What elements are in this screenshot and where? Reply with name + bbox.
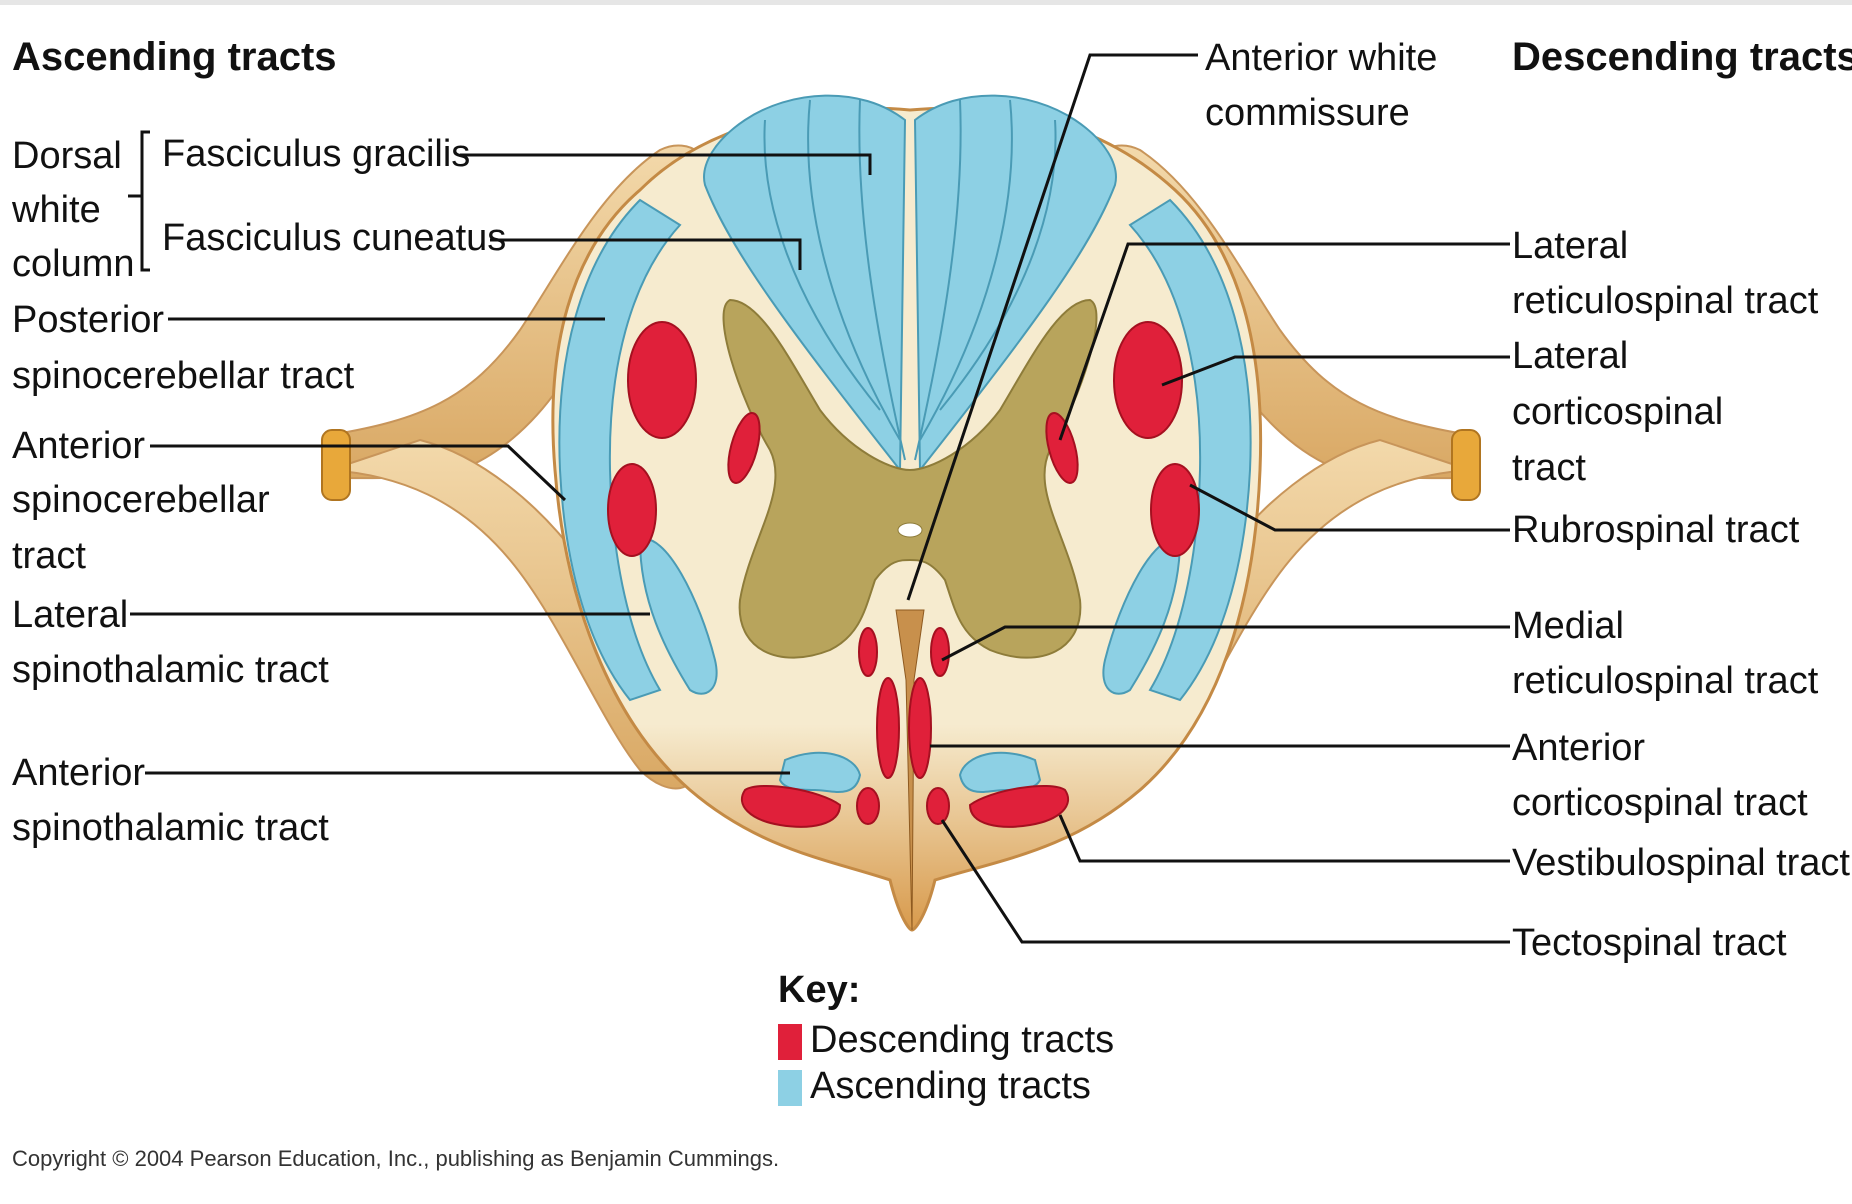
posterior-spinocerebellar-line-1: Posterior [12, 299, 164, 341]
anterior-spinothalamic-label: Anterior spinothalamic tract [12, 752, 329, 849]
lateral-corticospinal-line-3: tract [1512, 447, 1586, 489]
dorsal-white-column-line-2: white [11, 189, 101, 231]
anterior-corticospinal-label: Anterior corticospinal tract [1512, 727, 1808, 824]
lateral-reticulospinal-label: Lateral reticulospinal tract [1512, 225, 1819, 322]
anterior-spinothalamic-line-2: spinothalamic tract [12, 807, 329, 849]
descending-key-label: Descending tracts [810, 1019, 1114, 1061]
anterior-spinocerebellar-line-3: tract [12, 535, 86, 577]
lateral-corticospinal-label: Lateral corticospinal tract [1512, 335, 1723, 489]
ascending-key-label: Ascending tracts [810, 1065, 1091, 1107]
lateral-spinothalamic-label: Lateral spinothalamic tract [12, 594, 329, 691]
anterior-spinocerebellar-label: Anterior spinocerebellar tract [12, 425, 270, 577]
posterior-spinocerebellar-line-2: spinocerebellar tract [12, 355, 355, 397]
anterior-corticospinal-line-2: corticospinal tract [1512, 782, 1808, 824]
posterior-spinocerebellar-label: Posterior spinocerebellar tract [12, 299, 355, 397]
descending-tracts-heading: Descending tracts [1512, 35, 1852, 79]
dorsal-white-column-label: Dorsal white column [11, 135, 135, 285]
lateral-corticospinal-line-1: Lateral [1512, 335, 1628, 377]
anterior-spinocerebellar-line-2: spinocerebellar [12, 479, 270, 521]
medial-reticulospinal-line-1: Medial [1512, 605, 1624, 647]
key-title: Key: [778, 969, 860, 1011]
key-legend: Key: Descending tracts Ascending tracts [778, 969, 1114, 1107]
ascending-tracts-heading: Ascending tracts [12, 35, 337, 79]
lateral-reticulospinal-line-2: reticulospinal tract [1512, 280, 1819, 322]
lateral-corticospinal-line-2: corticospinal [1512, 391, 1723, 433]
medial-reticulospinal-line-2: reticulospinal tract [1512, 660, 1819, 702]
tectospinal-label: Tectospinal tract [1512, 922, 1787, 964]
vestibulospinal-label: Vestibulospinal tract [1512, 842, 1850, 884]
lateral-spinothalamic-line-1: Lateral [12, 594, 128, 636]
central-canal [898, 523, 922, 537]
lateral-spinothalamic-line-2: spinothalamic tract [12, 649, 329, 691]
dorsal-white-column-line-1: Dorsal [12, 135, 122, 177]
lateral-reticulospinal-line-1: Lateral [1512, 225, 1628, 267]
rubrospinal-label: Rubrospinal tract [1512, 509, 1800, 551]
fasciculus-gracilis-label: Fasciculus gracilis [162, 133, 470, 175]
anterior-spinothalamic-line-1: Anterior [12, 752, 145, 794]
ascending-key-swatch [778, 1070, 802, 1106]
anterior-white-commissure-line-2: commissure [1205, 92, 1410, 134]
copyright-notice: Copyright © 2004 Pearson Education, Inc.… [12, 1146, 779, 1171]
anterior-white-commissure-line-1: Anterior white [1205, 37, 1437, 79]
descending-key-swatch [778, 1024, 802, 1060]
dorsal-white-column-line-3: column [12, 243, 135, 285]
anterior-spinocerebellar-line-1: Anterior [12, 425, 145, 467]
fasciculus-cuneatus-label: Fasciculus cuneatus [162, 217, 506, 259]
anterior-corticospinal-line-1: Anterior [1512, 727, 1645, 769]
medial-reticulospinal-label: Medial reticulospinal tract [1512, 605, 1819, 702]
anterior-white-commissure-label: Anterior white commissure [1205, 37, 1437, 134]
